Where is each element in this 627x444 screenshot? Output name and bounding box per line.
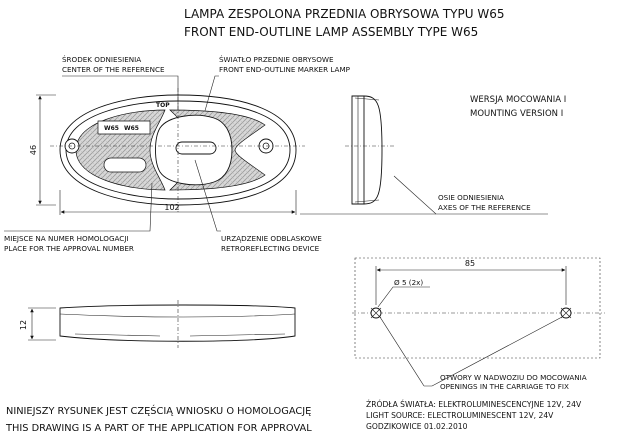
footer-source-en: LIGHT SOURCE: ELECTROLUMINESCENT 12V, 24… bbox=[366, 411, 554, 420]
title-line-1: LAMPA ZESPOLONA PRZEDNIA OBRYSOWA TYPU W… bbox=[184, 7, 504, 21]
label-holes-en: OPENINGS IN THE CARRIAGE TO FIX bbox=[440, 382, 569, 391]
label-marker-lamp-pl: ŚWIATŁO PRZEDNIE OBRYSOWE bbox=[219, 55, 334, 64]
leader-axes bbox=[300, 175, 548, 215]
label-axes-pl: OSIE ODNIESIENIA bbox=[438, 193, 504, 202]
title-line-2: FRONT END-OUTLINE LAMP ASSEMBLY TYPE W65 bbox=[184, 25, 478, 39]
dimension-height: 46 bbox=[29, 94, 56, 206]
lamp-mark-right: W65 bbox=[124, 125, 139, 132]
label-retro-en: RETROREFLECTING DEVICE bbox=[221, 244, 320, 253]
lamp-mark-left: W65 bbox=[104, 125, 119, 132]
label-axes-en: AXES OF THE REFERENCE bbox=[438, 203, 531, 212]
label-approval-place-en: PLACE FOR THE APPROVAL NUMBER bbox=[4, 244, 134, 253]
side-view bbox=[345, 95, 395, 205]
approval-mark-box bbox=[97, 120, 151, 135]
bottom-view bbox=[59, 300, 296, 348]
dim-hole-diameter-value: Ø 5 (2x) bbox=[394, 278, 423, 287]
footer-place-date: GODZIKOWICE 01.02.2010 bbox=[366, 422, 468, 431]
dim-width-value: 102 bbox=[164, 203, 179, 212]
label-retro-pl: URZĄDZENIE ODBLASKOWE bbox=[221, 234, 322, 243]
footer-note-en: THIS DRAWING IS A PART OF THE APPLICATIO… bbox=[5, 423, 312, 434]
dim-hole-spacing-value: 85 bbox=[465, 259, 475, 268]
dimension-width: 102 bbox=[59, 190, 297, 215]
lamp-mark-top: TOP bbox=[156, 102, 170, 109]
front-view: W65 W65 TOP bbox=[50, 88, 305, 212]
label-marker-lamp-en: FRONT END-OUTLINE MARKER LAMP bbox=[219, 65, 351, 74]
label-center-ref-pl: ŚRODEK ODNIESIENIA bbox=[62, 55, 141, 64]
label-center-ref-en: CENTER OF THE REFERENCE bbox=[62, 65, 165, 74]
footer-note-pl: NINIEJSZY RYSUNEK JEST CZĘŚCIĄ WNIOSKU O… bbox=[6, 404, 311, 417]
dim-height-value: 46 bbox=[29, 145, 38, 155]
footer-source-pl: ŹRÓDŁA ŚWIATŁA: ELEKTROLUMINESCENCYJNE 1… bbox=[366, 400, 582, 409]
mounting-template: 85 Ø 5 (2x) bbox=[352, 257, 605, 387]
dim-depth-value: 12 bbox=[19, 320, 28, 330]
dimension-depth: 12 bbox=[19, 307, 56, 341]
lamp-outer-outline bbox=[59, 94, 297, 206]
label-approval-place-pl: MIEJSCE NA NUMER HOMOLOGACJI bbox=[4, 234, 129, 243]
center-slot bbox=[175, 141, 217, 155]
leader-lines-bottom bbox=[4, 159, 221, 232]
label-holes-pl: OTWORY W NADWOZIU DO MOCOWANIA bbox=[440, 373, 587, 382]
version-en: MOUNTING VERSION I bbox=[470, 109, 563, 119]
version-pl: WERSJA MOCOWANIA I bbox=[470, 95, 566, 105]
